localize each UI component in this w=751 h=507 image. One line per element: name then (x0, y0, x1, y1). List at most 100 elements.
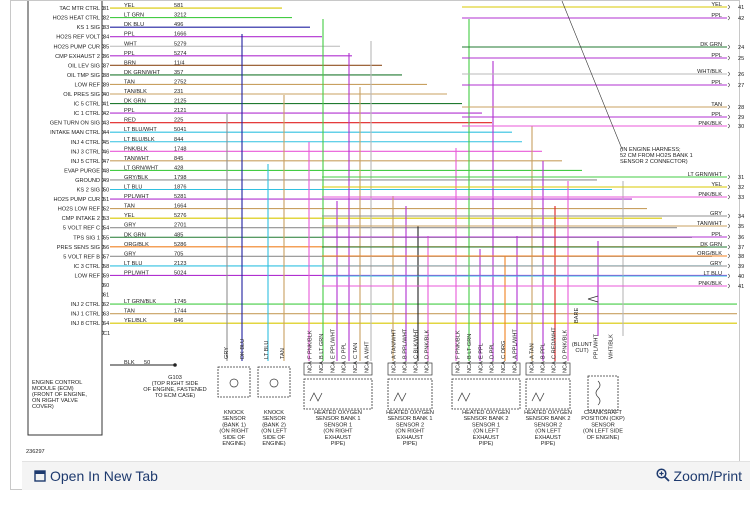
wire-color-label: PPL (124, 108, 135, 114)
wire-circuit-label: 844 (174, 137, 183, 143)
sensor-label: SENSOR (222, 416, 246, 422)
wire-circuit-label: 11/4 (174, 60, 184, 66)
right-wire-color: PPL (711, 112, 722, 118)
ecm-pin-number: 59 (103, 273, 109, 279)
right-wire-color: TAN/WHT (697, 221, 723, 227)
ecm-pin-number: 41 (103, 102, 109, 108)
sensor-connector (303, 362, 373, 376)
wire-circuit-label: 3212 (174, 13, 186, 19)
ecm-label: COVER) (32, 404, 54, 410)
sensor-wire-label: B PPL (541, 343, 547, 359)
ecm-pin-number: 63 (103, 312, 109, 318)
open-in-new-tab-button[interactable]: Open In New Tab (34, 466, 158, 486)
wire-circuit-label: 2123 (174, 261, 186, 267)
ecm-pin-function: CMP EXHAUST 1 (55, 1, 100, 3)
wire-circuit-label: 1664 (174, 204, 186, 210)
sensor-label: SENSOR (262, 416, 286, 422)
blunt-cut-label: (BLUNT (572, 342, 593, 348)
sensor-wire-label: A WHT (364, 341, 370, 359)
ecm-pin-number: 34 (103, 35, 109, 41)
right-wire-color: PPL (711, 232, 722, 238)
open-in-new-tab-label: Open In New Tab (50, 468, 158, 484)
right-pin-number: 29 (738, 115, 744, 121)
ecm-pin-function: LOW REF (75, 82, 101, 88)
wire-circuit-label: 1798 (174, 175, 186, 181)
pin-socket (101, 292, 105, 297)
sensor-label: SENSOR BANK 1 (387, 416, 432, 422)
nca-label: NCA (478, 361, 484, 373)
right-pin-number: 38 (738, 254, 744, 260)
wire-color-label: DK GRN (124, 99, 146, 105)
wire-circuit-label: 2701 (174, 223, 186, 229)
nca-label: NCA (330, 361, 336, 373)
open-tab-icon (34, 467, 46, 487)
ecm-pin-number: 33 (103, 25, 109, 31)
sensor-label: HEATED OXYGEN (314, 410, 362, 416)
ecm-pin-number: 57 (103, 254, 109, 260)
ecm-pin-number: 46 (103, 149, 109, 155)
wire-circuit-label: 1744 (174, 309, 186, 315)
wire-color-label: LT BLU (124, 261, 142, 267)
pin-socket (101, 187, 105, 192)
sensor-label: (ON LEFT (535, 429, 561, 435)
nca-label: NCA (456, 361, 462, 373)
sensor-label: SIDE OF (223, 435, 246, 441)
wire-color-label: PNK/BLK (124, 146, 148, 152)
ecm-pin-function: TAC MTR CTRL (59, 6, 100, 12)
right-pin-number: 34 (738, 214, 744, 220)
right-pin-number: 37 (738, 245, 744, 251)
ecm-pin-number: 58 (103, 264, 109, 270)
right-wire-color: GRY (710, 261, 722, 267)
pin-socket (101, 82, 105, 87)
wire-circuit-label: 581 (174, 3, 183, 9)
pin-socket (101, 15, 105, 20)
ecm-pin-number: 50 (103, 188, 109, 194)
sensor-label: (ON LEFT SIDE (583, 429, 623, 435)
ecm-pin-function: GROUND (75, 178, 100, 184)
pin-socket (101, 120, 105, 125)
right-pin-number: 41 (738, 284, 744, 290)
wire-color-label: TAN/BLK (124, 89, 147, 95)
pin-socket (101, 234, 105, 240)
ecm-pin-function: INJ 1 CTRL (71, 312, 100, 318)
ecm-pin-function: CMP EXHAUST 2 (55, 54, 100, 60)
sensor-label: HEATED OXYGEN (386, 410, 434, 416)
nca-label: NCA (563, 361, 569, 373)
ecm-pin-function: KS 1 SIG (77, 25, 100, 31)
sensor-wire-label: E PPL/WHT (330, 328, 336, 359)
right-pin-number: 41 (738, 5, 744, 11)
harness-note: (IN ENGINE HARNESS; (620, 147, 681, 153)
right-wire-color: PPL (711, 53, 722, 59)
ground-wire-circuit: 50 (144, 360, 150, 366)
ecm-pin-function: INJ 4 CTRL (71, 140, 100, 146)
wire-color-label: PPL/WHT (124, 194, 149, 200)
sensor-label: CRANKSHAFT (584, 410, 622, 416)
ecm-pin-function: 5 VOLT REF C (63, 226, 100, 232)
nca-label: NCA (490, 361, 496, 373)
wire-color-label: GRY/BLK (124, 175, 148, 181)
ground-wire-color: BLK (124, 360, 135, 366)
sensor-label: (ON RIGHT (323, 429, 353, 435)
sensor-label: (ON RIGHT (219, 429, 249, 435)
wire-circuit-label: 5281 (174, 194, 186, 200)
right-wire-color: GRY (710, 211, 722, 217)
wire-color-label: TAN (124, 204, 135, 210)
wire-circuit-label: 2121 (174, 108, 186, 114)
sensor-connector (387, 362, 433, 376)
pin-socket (101, 101, 105, 106)
sensor-label: ENGINE) (222, 441, 245, 447)
sensor-wire-label: D PNK/BLK (563, 330, 569, 359)
pin-socket (101, 34, 105, 40)
sensor-label: ENGINE) (262, 441, 285, 447)
right-pin-number: 36 (738, 235, 744, 241)
sensor-label: SENSOR BANK 2 (463, 416, 508, 422)
pin-socket (101, 110, 105, 116)
zoom-print-button[interactable]: Zoom/Print (655, 466, 742, 486)
ecm-pin-number: 37 (103, 63, 109, 69)
pin-socket (101, 139, 105, 145)
sensor-label: PIPE) (479, 441, 494, 447)
pin-socket (101, 5, 105, 11)
wire-circuit-label: 5279 (174, 41, 186, 47)
ecm-pin-number: 52 (103, 207, 109, 213)
pin-socket (101, 24, 105, 30)
